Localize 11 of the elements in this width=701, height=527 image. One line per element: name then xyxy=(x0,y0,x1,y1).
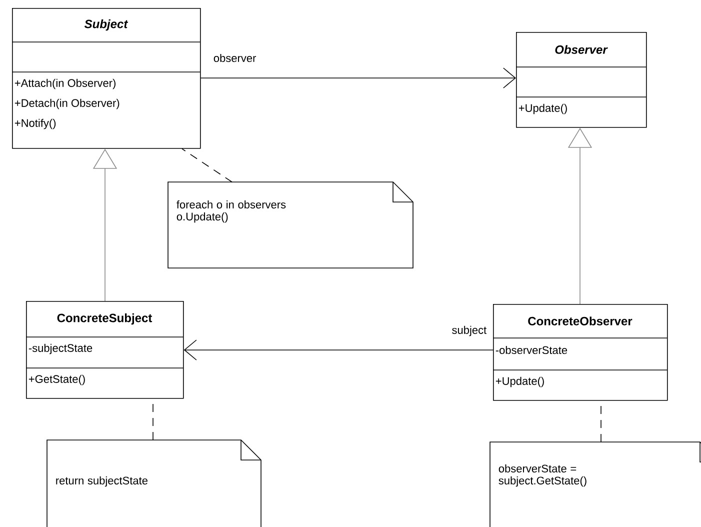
class-box: ConcreteObserver -observerState +Update() xyxy=(492,304,668,401)
edge-label: subject xyxy=(450,324,488,338)
arrow xyxy=(200,68,516,88)
class-box: ConcreteSubject -subjectState +GetState() xyxy=(26,301,184,399)
class-box: Observer +Update() xyxy=(516,32,647,128)
note-box: return subjectState xyxy=(46,440,262,527)
note-box: foreach o in observers o.Update() xyxy=(168,182,414,268)
note-box: observerState = subject.GetState() xyxy=(490,442,701,527)
edge-label: observer xyxy=(212,52,258,64)
class-box: Subject +Attach(in Observer) +Detach(in Observer) +Notify() xyxy=(12,8,201,149)
arrow xyxy=(184,340,494,360)
